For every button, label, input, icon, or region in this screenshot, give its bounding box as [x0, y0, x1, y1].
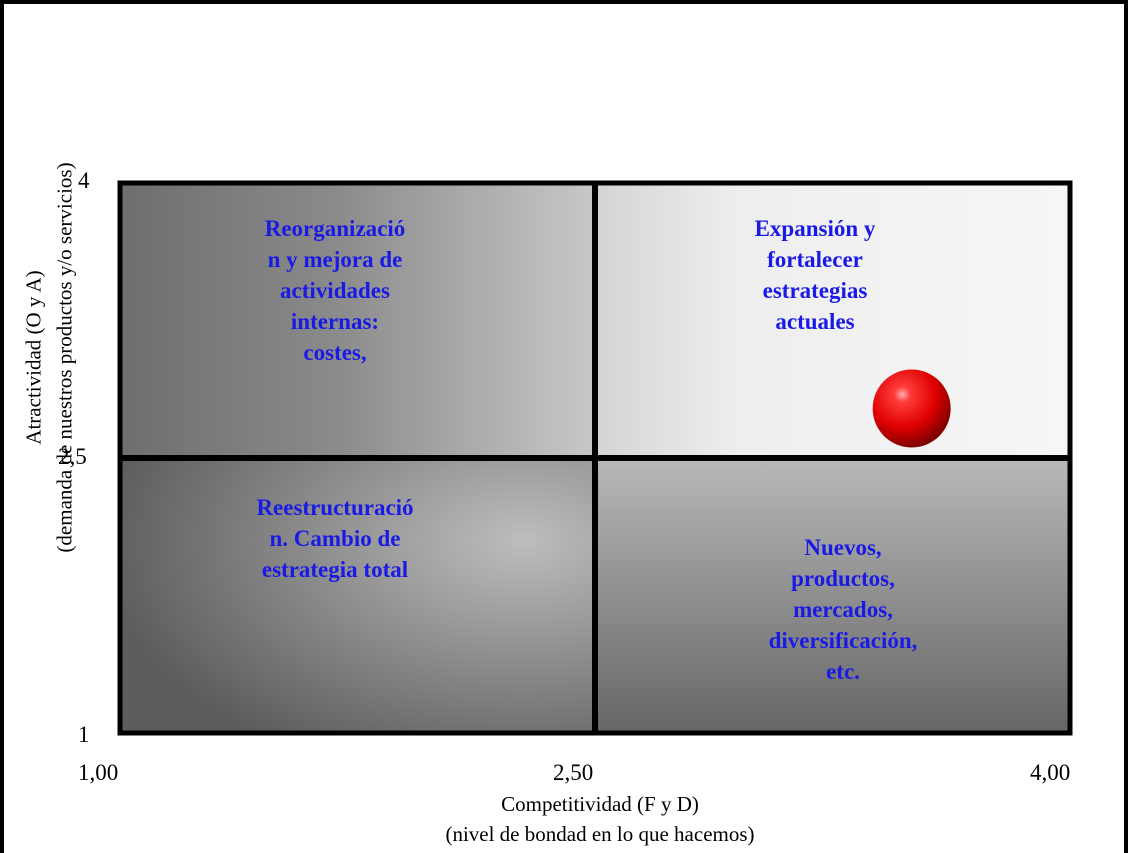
- y-tick-label-middle: 2,5: [58, 444, 87, 469]
- y-tick-label-top: 4: [78, 168, 90, 193]
- quadrant-bottom-right: [595, 458, 1070, 733]
- quadrant-label-bottom-right: Nuevos, productos, mercados, diversifica…: [768, 535, 918, 684]
- x-tick-label-right: 4,00: [1030, 760, 1071, 785]
- y-tick-label-bottom: 1: [78, 722, 90, 747]
- y-axis-title: Atractividad (O y A): [21, 270, 46, 445]
- quadrant-top-left: [120, 183, 595, 458]
- x-tick-label-left: 1,00: [78, 760, 119, 785]
- quadrant-top-right: [595, 183, 1070, 458]
- quadrant-label-bottom-left: Reestructuració n. Cambio de estrategia …: [256, 495, 414, 582]
- x-tick-label-middle: 2,50: [553, 760, 594, 785]
- quadrant-label-top-left: Reorganizació n y mejora de actividades …: [264, 216, 406, 365]
- quadrant-label-top-right: Expansión y fortalecer estrategias actua…: [754, 216, 876, 334]
- y-axis-subtitle: (demanda de nuestros productos y/o servi…: [52, 162, 77, 553]
- data-point-0: [872, 369, 951, 448]
- x-axis-subtitle: (nivel de bondad en lo que hacemos): [445, 822, 755, 846]
- x-axis-title: Competitividad (F y D): [501, 792, 699, 816]
- quadrant-bottom-left: [120, 458, 595, 733]
